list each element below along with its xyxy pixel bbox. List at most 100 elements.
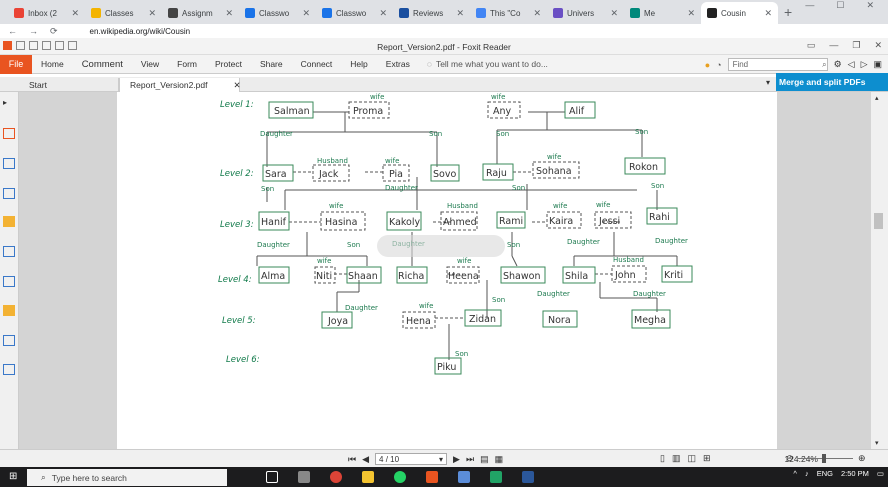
menu-view[interactable]: View <box>140 59 160 69</box>
merge-split-button[interactable]: Merge and split PDFs <box>776 73 888 91</box>
settings-app-icon[interactable] <box>298 471 310 483</box>
tell-me-box[interactable]: ◌Tell me what you want to do... <box>427 59 548 69</box>
save-icon[interactable] <box>29 41 38 50</box>
user-icon[interactable]: ▣ <box>873 59 882 69</box>
browser-tab[interactable]: Classes✕ <box>85 2 162 24</box>
close-tab-icon[interactable]: ✕ <box>456 7 464 18</box>
menu-help[interactable]: Help <box>350 59 368 69</box>
new-tab-icon[interactable]: + <box>784 4 793 20</box>
excel-app-icon[interactable] <box>490 471 502 483</box>
close-window-icon[interactable]: ✕ <box>866 0 874 10</box>
browser-tab[interactable]: Me✕ <box>624 2 701 24</box>
notification-icon[interactable]: ● <box>704 59 711 70</box>
scrollbar-thumb[interactable] <box>874 213 883 229</box>
lock-icon[interactable] <box>3 305 15 316</box>
tab-report[interactable]: Report_Version2.pdf✕ <box>119 78 241 92</box>
volume-icon[interactable]: ♪ <box>804 469 809 478</box>
zoom-out-icon[interactable]: ⊖ <box>786 453 794 463</box>
signature-icon[interactable] <box>3 276 15 287</box>
scroll-down-icon[interactable]: ▾ <box>875 440 879 447</box>
close-tab-icon[interactable]: ✕ <box>610 7 618 18</box>
menu-form[interactable]: Form <box>177 59 197 69</box>
menu-connect[interactable]: Connect <box>300 59 333 69</box>
page-number-field[interactable]: 4 / 10▾ <box>375 453 448 465</box>
foxit-close-icon[interactable]: ✕ <box>874 40 882 50</box>
search-icon[interactable]: ⌕ <box>822 59 827 69</box>
task-view-icon[interactable] <box>266 471 278 483</box>
find-field[interactable]: Find⌕ <box>727 58 828 71</box>
foxit-minimize-icon[interactable]: — <box>829 40 839 50</box>
menu-comment[interactable]: Comment <box>81 58 123 70</box>
print-icon[interactable] <box>42 41 51 50</box>
close-tab-icon[interactable]: ✕ <box>533 7 541 18</box>
facing-icon[interactable]: ◫ <box>687 453 696 463</box>
zoom-slider-knob[interactable] <box>822 454 826 463</box>
undo-icon[interactable] <box>55 41 64 50</box>
foxit-restore-icon[interactable]: ❐ <box>852 40 861 50</box>
tray-expand-icon[interactable]: ^ <box>793 469 797 478</box>
single-page-icon[interactable]: ▯ <box>660 453 665 463</box>
comments-icon[interactable] <box>3 216 15 227</box>
prev-result-icon[interactable]: ◁ <box>847 59 855 69</box>
browser-tab[interactable]: Classwo✕ <box>316 2 393 24</box>
view-mode-icon[interactable]: ▤ <box>480 453 489 464</box>
last-page-icon[interactable]: ⏭ <box>465 453 475 464</box>
windows-start-icon[interactable]: ⊞ <box>9 471 18 482</box>
browser-tab[interactable]: Reviews✕ <box>393 2 470 24</box>
vertical-scrollbar[interactable]: ▴ ▾ <box>871 92 888 449</box>
close-tab-icon[interactable]: ✕ <box>71 7 79 18</box>
close-tab-icon[interactable]: ✕ <box>302 7 310 18</box>
close-tab-icon[interactable]: ✕ <box>379 7 387 18</box>
close-tab-icon[interactable]: ✕ <box>233 79 241 90</box>
pages-icon[interactable] <box>3 158 15 169</box>
maximize-icon[interactable]: ☐ <box>836 0 845 10</box>
menu-file[interactable]: File <box>0 54 32 74</box>
language-indicator[interactable]: ENG <box>816 469 833 478</box>
close-tab-icon[interactable]: ✕ <box>687 7 695 18</box>
close-tab-icon[interactable]: ✕ <box>764 7 772 18</box>
menu-protect[interactable]: Protect <box>215 59 242 69</box>
close-tab-icon[interactable]: ✕ <box>148 7 156 18</box>
url-field[interactable]: en.wikipedia.org/wiki/Cousin <box>89 26 191 36</box>
menu-share[interactable]: Share <box>259 59 283 69</box>
menu-home[interactable]: Home <box>41 59 64 69</box>
page-dropdown-icon[interactable]: ▾ <box>439 454 444 464</box>
chrome-app-icon[interactable] <box>330 471 342 483</box>
minimize-icon[interactable]: — <box>805 0 815 10</box>
notifications-icon[interactable]: ▭ <box>876 469 884 478</box>
zoom-in-icon[interactable]: ⊕ <box>858 453 866 463</box>
zoom-level[interactable]: 124.24% <box>784 454 818 464</box>
reload-icon[interactable]: ⟳ <box>50 25 58 36</box>
attachment-icon[interactable] <box>3 246 15 257</box>
thumbnail-icon[interactable]: ▦ <box>494 453 504 464</box>
next-result-icon[interactable]: ▷ <box>860 59 868 69</box>
file-explorer-icon[interactable] <box>362 471 374 483</box>
close-tab-icon[interactable]: ✕ <box>225 7 233 18</box>
edit-icon[interactable] <box>3 335 15 346</box>
profile-icon[interactable]: ◔ <box>716 59 722 70</box>
split-icon[interactable]: ⊞ <box>702 453 711 463</box>
taskbar-search[interactable]: ⌕Type here to search <box>27 469 227 486</box>
bookmark-icon[interactable] <box>3 128 15 139</box>
next-page-icon[interactable]: ▶ <box>453 453 460 464</box>
browser-tab[interactable]: Classwo✕ <box>239 2 316 24</box>
ribbon-options-icon[interactable]: ▭ <box>806 40 816 50</box>
expand-panel-icon[interactable]: ▸ <box>3 98 8 107</box>
browser-tab[interactable]: Assignm✕ <box>162 2 239 24</box>
prev-page-icon[interactable]: ◀ <box>362 453 370 464</box>
layers-icon[interactable] <box>3 188 15 199</box>
scroll-up-icon[interactable]: ▴ <box>875 95 879 102</box>
menu-extras[interactable]: Extras <box>385 59 410 69</box>
whatsapp-icon[interactable] <box>394 471 406 483</box>
tab-start[interactable]: Start <box>19 78 119 92</box>
settings-icon[interactable]: ⚙ <box>833 59 842 69</box>
browser-tab[interactable]: Inbox (2✕ <box>8 2 85 24</box>
foxit-app-icon[interactable] <box>426 471 438 483</box>
browser-tab[interactable]: Univers✕ <box>547 2 624 24</box>
redo-icon[interactable] <box>68 41 77 50</box>
word-app-icon[interactable] <box>522 471 534 483</box>
browser-tab[interactable]: Cousin✕ <box>701 2 778 24</box>
first-page-icon[interactable]: ⏮ <box>348 453 357 464</box>
back-icon[interactable]: ← <box>8 26 17 36</box>
clock[interactable]: 2:50 PM <box>840 469 869 478</box>
